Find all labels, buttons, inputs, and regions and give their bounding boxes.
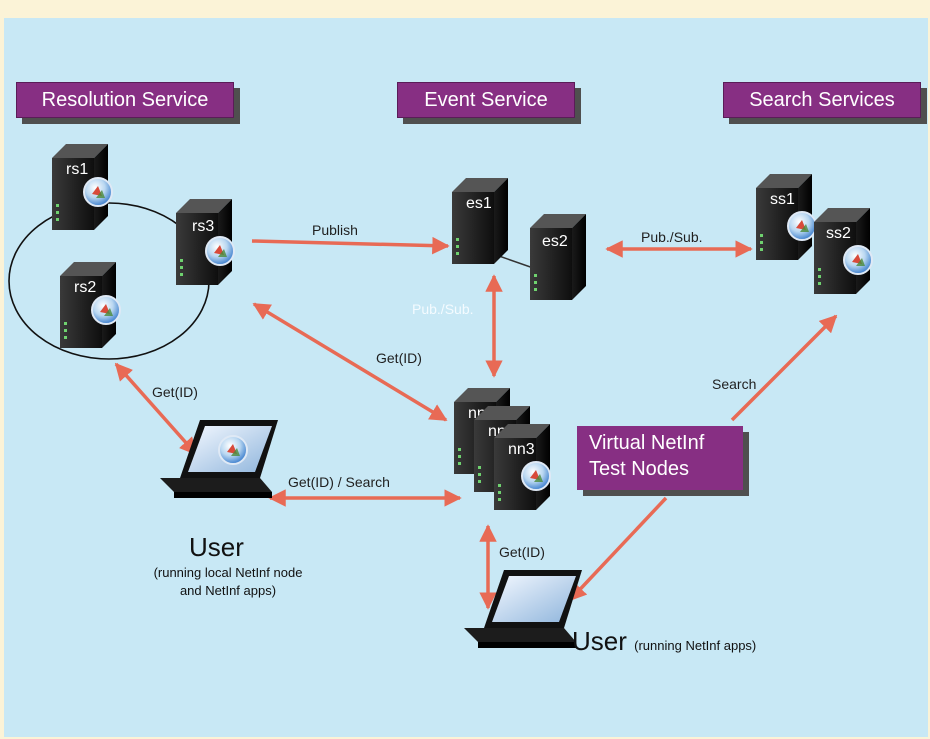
server-rs1: rs1 [52,144,113,230]
arrow-search [730,314,838,422]
edge-label-get-id-nn: Get(ID) [499,544,545,560]
server-ss1-label: ss1 [770,191,795,208]
label-virtual-netinf-nodes: Virtual NetInf Test Nodes [577,426,743,490]
label-resolution-service: Resolution Service [16,82,234,118]
server-ss1: ss1 [756,174,817,260]
user-local-note-line2: and NetInf apps) [179,583,277,598]
virtual-netinf-line2: Test Nodes [589,458,690,480]
server-rs3-label: rs3 [192,218,214,235]
edge-label-publish: Publish [312,222,358,238]
edge-label-get-id-rs2: Get(ID) [152,384,198,400]
server-rs2-label: rs2 [74,279,96,296]
arrow-user-apps [568,496,668,602]
diagram-canvas: rs1 rs3 rs2 es1 es2 ss1 [4,18,928,737]
user-local-title: User [189,532,244,562]
user-apps-title-text: User [572,626,627,656]
arrow-get-id-rs2 [114,362,198,456]
user-apps-note: (running NetInf apps) [634,638,757,653]
arrow-get-id-rs3 [252,302,448,422]
edge-label-get-id-rs3: Get(ID) [376,350,422,366]
diagram-graphics: rs1 rs3 rs2 es1 es2 ss1 [8,144,873,648]
server-es1-label: es1 [466,195,492,212]
label-search-services: Search Services [723,82,921,118]
edge-label-search: Search [712,376,757,392]
server-es2-label: es2 [542,233,568,250]
server-ss2: ss2 [814,208,873,294]
edge-label-get-id-search: Get(ID) / Search [288,474,390,490]
edge-label-pub-sub-search: Pub./Sub. [641,229,703,245]
server-nn3: nn3 [494,424,551,510]
server-es1: es1 [452,178,508,264]
user-local-note-line1: (running local NetInf node [153,565,303,580]
server-rs3: rs3 [176,199,235,285]
server-es2: es2 [530,214,586,300]
user-local-note: (running local NetInf node and NetInf ap… [128,564,328,600]
laptop-user-apps [464,570,582,648]
server-rs1-label: rs1 [66,161,88,178]
label-event-service: Event Service [397,82,575,118]
arrow-publish [251,236,450,255]
edge-label-pub-sub-event: Pub./Sub. [412,301,474,317]
virtual-netinf-line1: Virtual NetInf [589,432,705,454]
server-nn3-label: nn3 [508,441,535,458]
user-apps-title: User (running NetInf apps) [572,626,756,657]
server-ss2-label: ss2 [826,225,851,242]
server-rs2: rs2 [60,262,121,348]
